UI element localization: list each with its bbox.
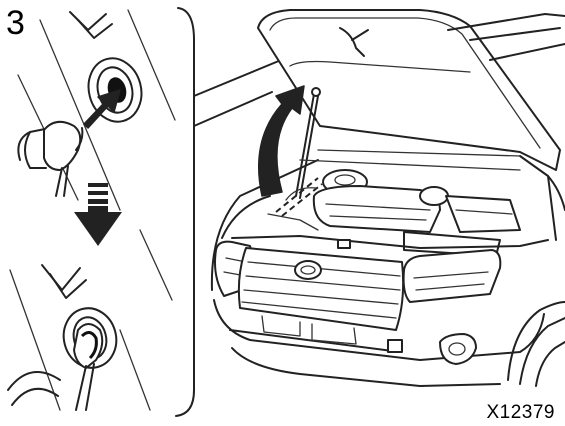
suv-open-hood-illustration [210,9,565,387]
front-grille [237,239,405,331]
down-arrow-icon [74,183,122,246]
stay-rod-end-icon [17,120,84,197]
step-number: 3 [6,4,25,42]
figure-code: X12379 [486,402,555,423]
insert-arrow-icon [83,89,121,129]
clip-installed-icon [62,307,118,411]
inset-panel [7,7,195,417]
fog-light [439,333,477,365]
raise-hood-arrow-icon [257,85,305,197]
callout-lines [193,57,287,127]
right-headlight [402,249,502,303]
